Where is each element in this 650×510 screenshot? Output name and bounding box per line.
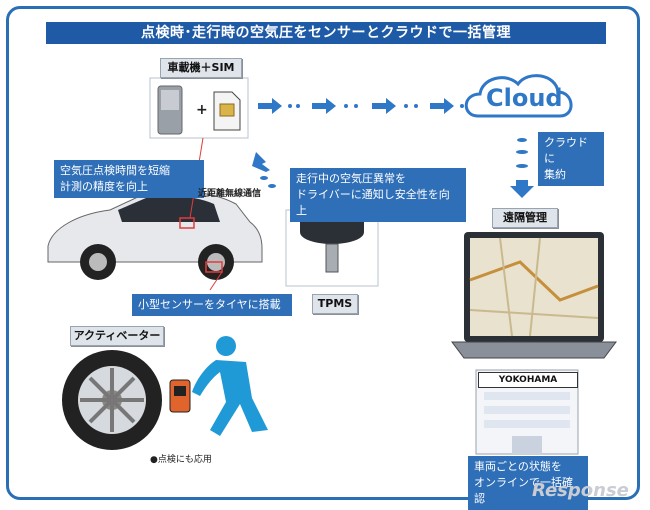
- arrow-icon: [430, 98, 454, 114]
- signal-dot: [296, 104, 300, 108]
- cloud-collect-callout: クラウドに 集約: [538, 132, 604, 186]
- cloud-collect-text: クラウドに 集約: [544, 136, 588, 181]
- signal-wave: [260, 176, 268, 180]
- signal-wave: [517, 138, 527, 142]
- signal-dot: [460, 104, 464, 108]
- inspection-note: ●点検にも応用: [150, 455, 212, 465]
- signal-wave: [516, 164, 528, 168]
- signal-wave: [516, 150, 528, 154]
- diagram-title: 点検時･走行時の空気圧をセンサーとクラウドで一括管理: [46, 22, 606, 44]
- cloud-icon: [464, 74, 573, 118]
- sensor-location-marker: [205, 261, 223, 273]
- cloud-label: Cloud: [486, 84, 563, 112]
- signal-dot: [354, 104, 358, 108]
- tpms-tag: TPMS: [312, 294, 358, 314]
- plus-sign: +: [196, 102, 208, 118]
- leader-line: [209, 271, 223, 291]
- sensor-text: 小型センサーをタイヤに搭載: [138, 298, 281, 311]
- arrow-icon: [252, 152, 270, 172]
- cloud-down-arrows: [510, 138, 534, 198]
- remote-management-tag: 遠隔管理: [492, 208, 558, 228]
- tpms-valve-icon: [325, 243, 339, 273]
- wireless-arrows: [258, 98, 464, 114]
- arrow-icon: [372, 98, 396, 114]
- signal-dot: [414, 104, 418, 108]
- driving-text: 走行中の空気圧異常を ドライバーに通知し安全性を向上: [296, 172, 450, 217]
- car-icon: [47, 190, 263, 280]
- device-tag: 車載機＋SIM: [160, 58, 242, 78]
- company-logo: YOKOHAMA: [478, 372, 578, 388]
- short-range-arrows: [252, 152, 276, 188]
- tire-icon: [62, 350, 162, 450]
- sim-chip-icon: [219, 103, 235, 117]
- onboard-unit-screen: [161, 90, 179, 110]
- watermark: Response: [532, 480, 629, 501]
- inspection-callout: 空気圧点検時間を短縮 計測の精度を向上: [54, 160, 204, 198]
- signal-dot: [344, 104, 348, 108]
- sensor-callout: 小型センサーをタイヤに搭載: [132, 294, 292, 316]
- activator-tag: アクティベーター: [70, 326, 164, 346]
- signal-wave: [268, 184, 276, 188]
- driving-callout: 走行中の空気圧異常を ドライバーに通知し安全性を向上: [290, 168, 466, 222]
- person-icon: [192, 336, 268, 436]
- tpms-sensor-icon: [300, 215, 364, 244]
- online-text: 車両ごとの状態を オンラインで一括確認: [474, 460, 573, 505]
- arrow-icon: [258, 98, 282, 114]
- arrow-icon: [312, 98, 336, 114]
- laptop-icon: [451, 232, 617, 359]
- online-callout: 車両ごとの状態を オンラインで一括確認: [468, 456, 588, 510]
- signal-dot: [404, 104, 408, 108]
- signal-dot: [288, 104, 292, 108]
- inspection-text: 空気圧点検時間を短縮 計測の精度を向上: [60, 164, 170, 193]
- short-range-label: 近距離無線通信: [198, 189, 262, 199]
- arrow-down-icon: [510, 180, 534, 198]
- device-location-marker: [179, 217, 195, 229]
